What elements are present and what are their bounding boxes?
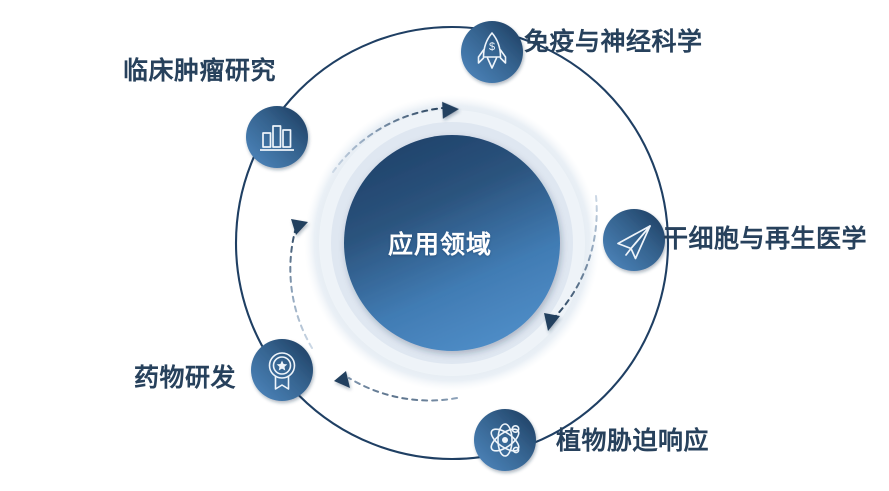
- center-core-circle: [344, 135, 560, 351]
- flow-arrow-top-path: [332, 107, 444, 173]
- node-label-stem-cell-regenerative: 干细胞与再生医学: [663, 225, 868, 253]
- flow-arrow-right-head: [544, 313, 560, 331]
- svg-text:$: $: [489, 41, 495, 53]
- flow-arrow-bottom: [334, 371, 458, 402]
- flow-arrow-bottom-head: [334, 371, 350, 388]
- node-label-drug-discovery: 药物研发: [134, 364, 237, 392]
- flow-arrow-top-head: [442, 101, 459, 119]
- node-label-plant-stress-response: 植物胁迫响应: [556, 427, 710, 455]
- rocket-icon: $: [477, 32, 507, 69]
- center-hub-label: 应用领域: [388, 231, 493, 259]
- ring-circle: [234, 25, 670, 461]
- flow-arrow-left: [289, 219, 313, 349]
- node-circle[interactable]: [251, 339, 313, 401]
- center-hub: [304, 95, 600, 391]
- flow-arrow-left-path: [289, 223, 313, 349]
- bar-chart-icon: [260, 125, 294, 151]
- flow-arrow-bottom-path: [348, 377, 458, 402]
- node-drug-discovery[interactable]: [251, 339, 313, 401]
- atom-icon: [490, 423, 520, 457]
- node-circle[interactable]: [461, 21, 523, 83]
- flow-arrow-right-path: [553, 195, 598, 319]
- paper-plane-icon: [617, 225, 651, 260]
- flow-arrow-right: [544, 195, 598, 331]
- flow-arrow-left-head: [291, 219, 308, 235]
- outer-connector-ring: [234, 25, 670, 461]
- flow-arrow-top: [332, 101, 459, 173]
- node-label-clinical-oncology: 临床肿瘤研究: [123, 57, 277, 85]
- node-circle[interactable]: [603, 209, 665, 271]
- node-stem-cell-regenerative[interactable]: [603, 209, 665, 271]
- node-immunology-neuroscience[interactable]: $: [461, 21, 523, 83]
- node-clinical-oncology[interactable]: [246, 106, 308, 168]
- node-plant-stress-response[interactable]: [474, 409, 536, 471]
- node-label-immunology-neuroscience: 免疫与神经科学: [524, 28, 703, 56]
- node-circle[interactable]: [246, 106, 308, 168]
- award-ribbon-icon: [268, 352, 296, 390]
- flow-arrows: [289, 101, 598, 402]
